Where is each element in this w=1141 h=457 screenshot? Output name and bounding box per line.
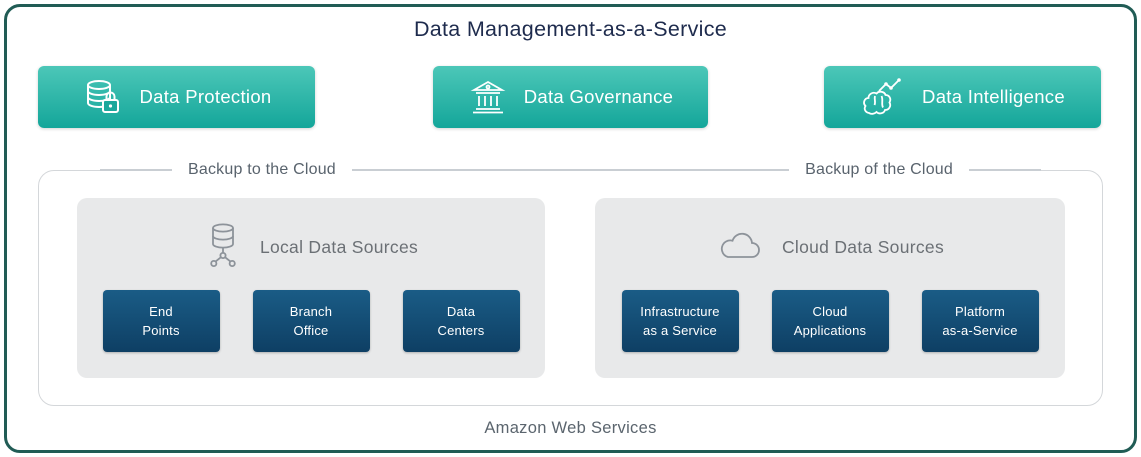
cloud-applications-node: Cloud Applications bbox=[771, 290, 889, 352]
bank-icon bbox=[468, 77, 508, 117]
data-governance-label: Data Governance bbox=[523, 86, 674, 107]
database-lock-icon bbox=[81, 76, 123, 118]
local-data-sources-items: End Points Branch Office Data Centers bbox=[77, 290, 545, 352]
page-title: Data Management-as-a-Service bbox=[413, 17, 728, 41]
data-intelligence-node: Data Intelligence bbox=[824, 66, 1101, 128]
cloud-data-sources-items: Infrastructure as a Service Cloud Applic… bbox=[595, 290, 1065, 352]
data-governance-node: Data Governance bbox=[433, 66, 708, 128]
cloud-data-sources-title: Cloud Data Sources bbox=[781, 236, 944, 257]
paas-node: Platform as-a-Service bbox=[921, 290, 1039, 352]
header-divider-line bbox=[351, 169, 790, 171]
brain-chart-icon bbox=[860, 76, 906, 118]
data-protection-label: Data Protection bbox=[139, 86, 272, 107]
local-data-sources-title: Local Data Sources bbox=[259, 236, 419, 257]
data-intelligence-label: Data Intelligence bbox=[922, 86, 1065, 107]
cloud-icon bbox=[716, 231, 764, 263]
local-data-sources-panel: Local Data Sources End Points Branch Off… bbox=[77, 198, 545, 378]
backup-headers: Backup to the Cloud Backup of the Cloud bbox=[100, 160, 1041, 180]
cloud-data-sources-header: Cloud Data Sources bbox=[595, 218, 1065, 276]
end-points-node: End Points bbox=[102, 290, 220, 352]
backup-of-cloud-label: Backup of the Cloud bbox=[789, 160, 969, 180]
aws-footer-label: Amazon Web Services bbox=[484, 419, 657, 437]
iaas-node: Infrastructure as a Service bbox=[621, 290, 739, 352]
header-divider-line bbox=[969, 169, 1041, 171]
cloud-data-sources-panel: Cloud Data Sources Infrastructure as a S… bbox=[595, 198, 1065, 378]
local-data-sources-header: Local Data Sources bbox=[77, 218, 545, 276]
header-divider-line bbox=[100, 169, 172, 171]
database-network-icon bbox=[204, 221, 242, 273]
data-centers-node: Data Centers bbox=[402, 290, 520, 352]
branch-office-node: Branch Office bbox=[252, 290, 370, 352]
backup-to-cloud-label: Backup to the Cloud bbox=[172, 160, 352, 180]
data-protection-node: Data Protection bbox=[38, 66, 315, 128]
